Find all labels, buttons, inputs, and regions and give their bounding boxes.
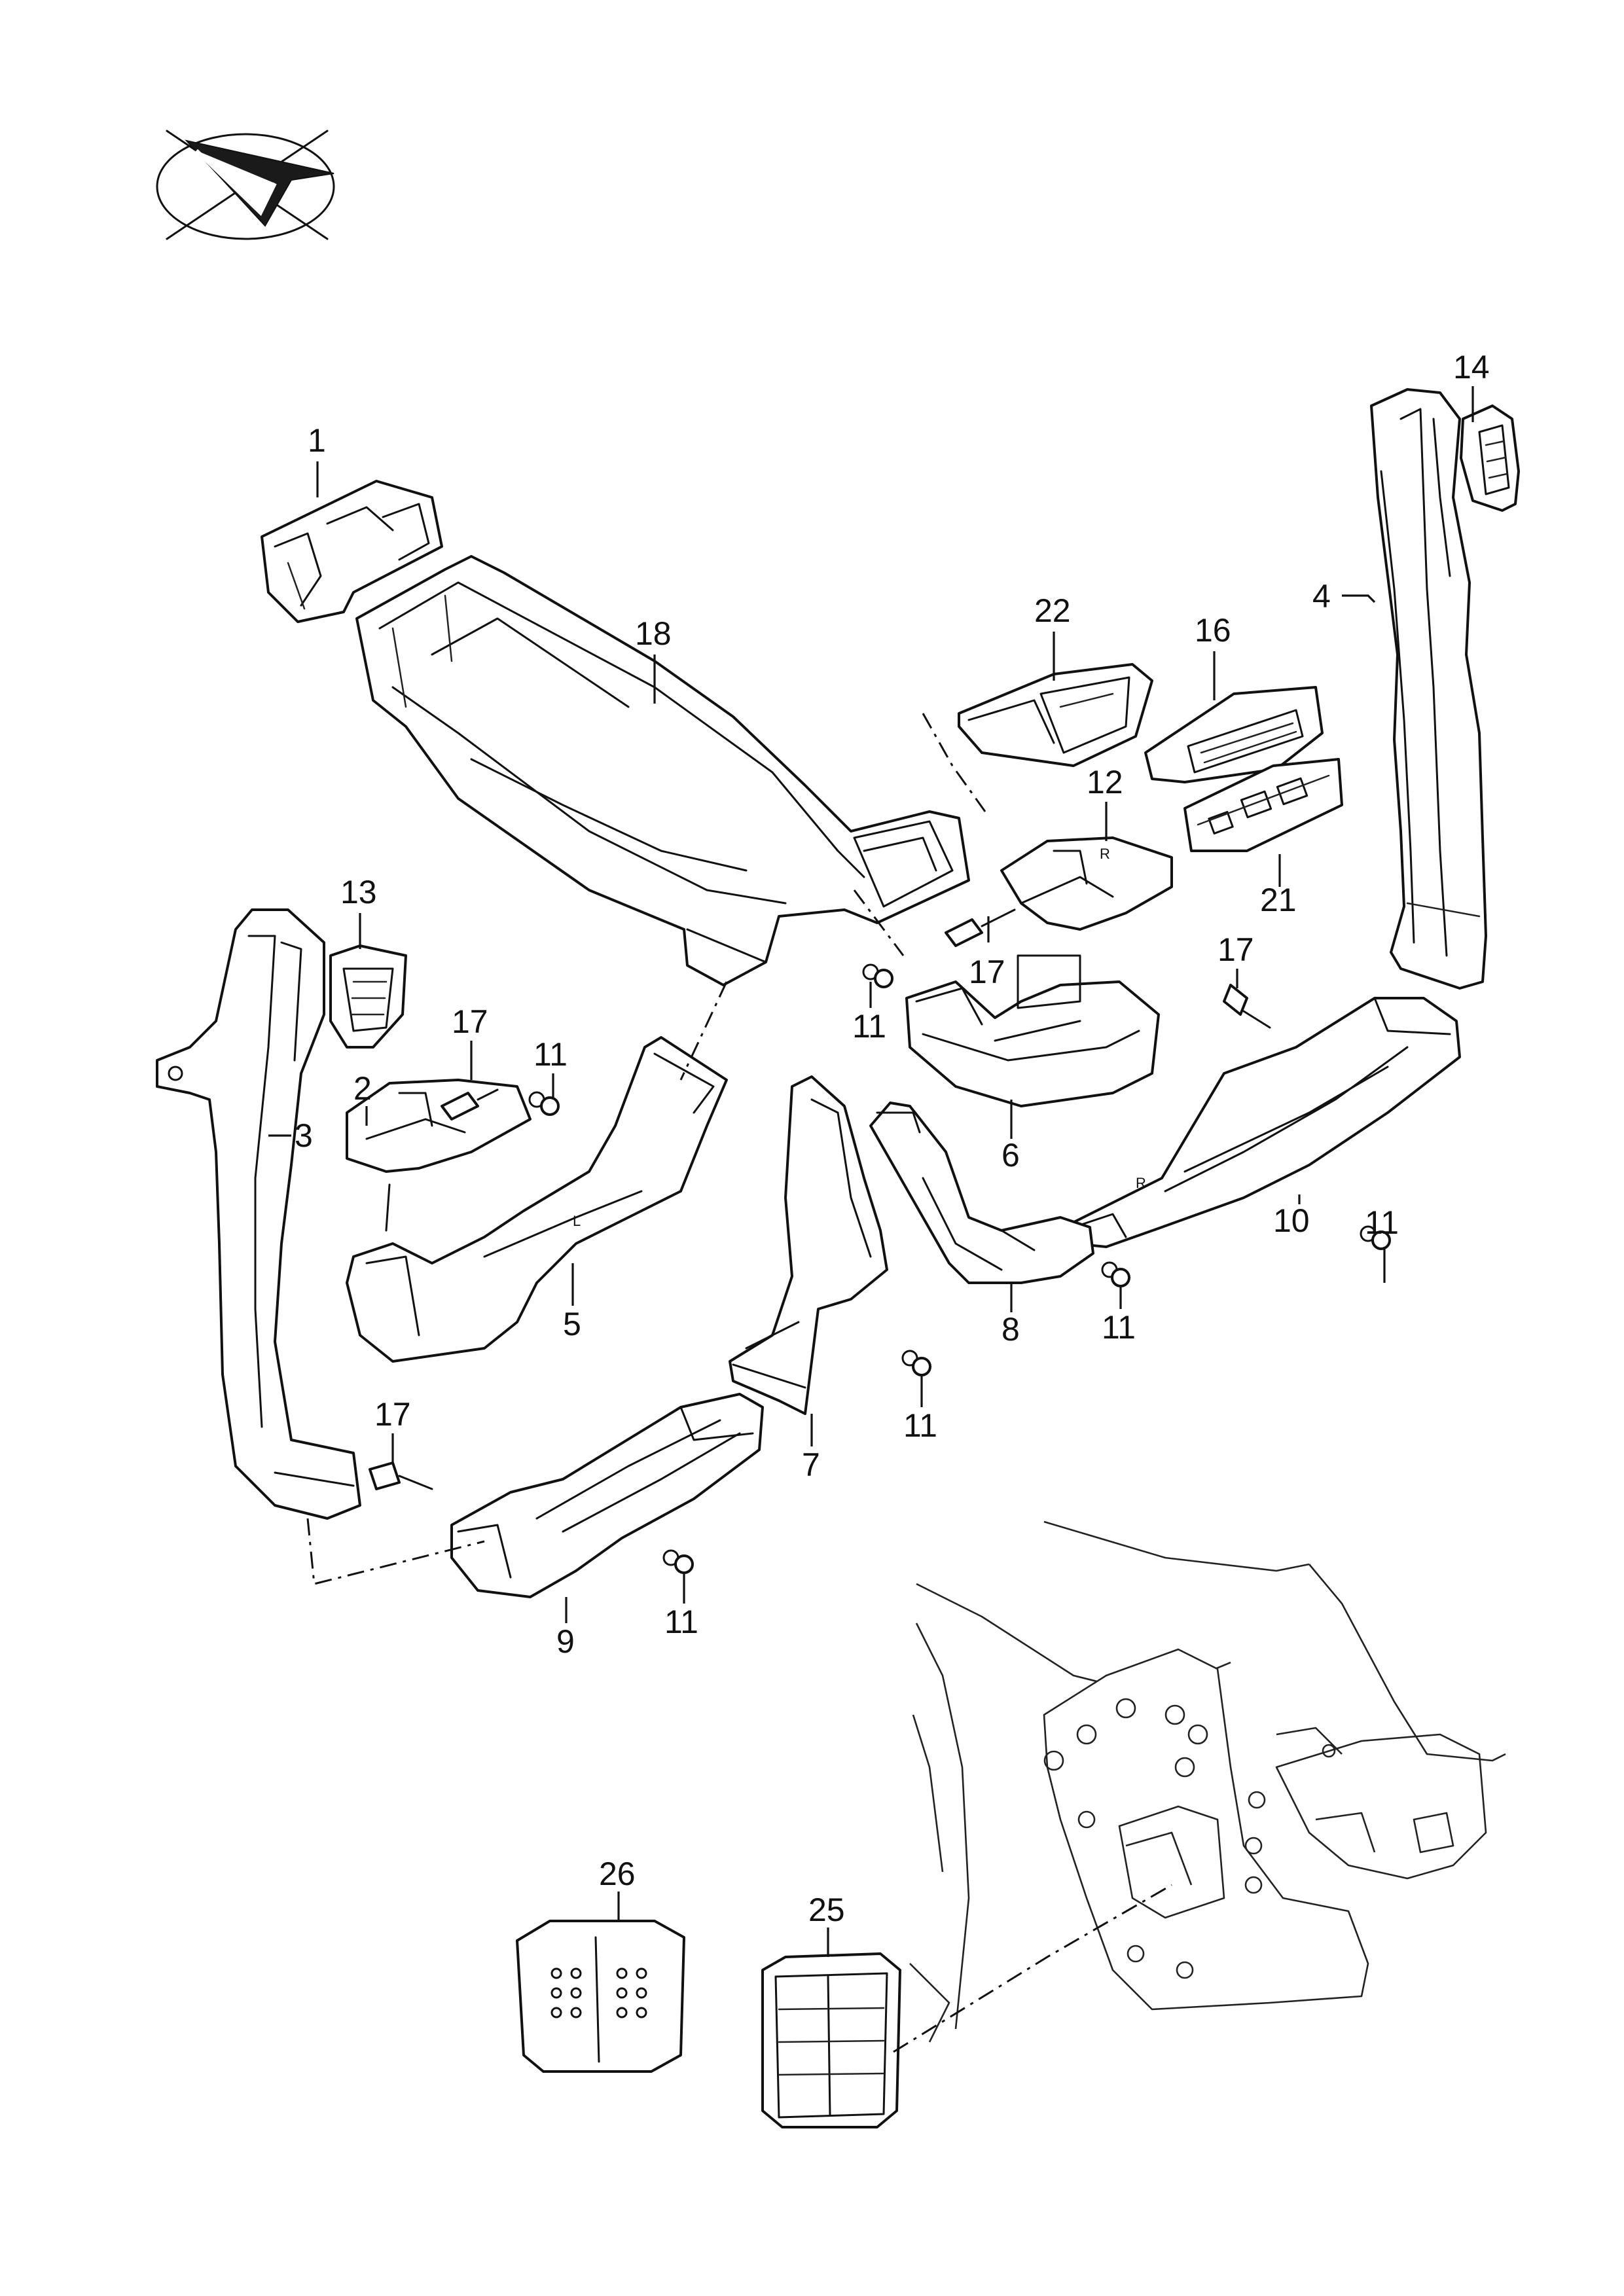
callout-21: 21	[1260, 882, 1297, 918]
callout-18: 18	[635, 615, 672, 652]
callout-4: 4	[1312, 578, 1331, 615]
part-7-duct-section	[729, 1075, 888, 1415]
callout-8: 8	[1001, 1311, 1020, 1348]
screw-icon	[1360, 1225, 1391, 1250]
part-9-rear-footwell-duct	[450, 1393, 764, 1598]
callout-2: 2	[353, 1070, 372, 1107]
callout-9: 9	[556, 1623, 575, 1660]
callout-1: 1	[308, 422, 326, 459]
callout-22: 22	[1034, 592, 1071, 629]
part-5-footwell-duct: L	[346, 1036, 728, 1363]
side-mark-r: R	[1100, 846, 1110, 862]
callout-14: 14	[1453, 349, 1490, 386]
callout-17-left: 17	[452, 1003, 488, 1040]
callout-5: 5	[563, 1306, 581, 1342]
callout-11-right: 11	[1365, 1204, 1399, 1241]
callout-13: 13	[340, 874, 377, 910]
callout-17-right: 17	[1218, 931, 1254, 968]
callout-3: 3	[295, 1117, 313, 1154]
vehicle-body-section	[909, 1520, 1506, 2043]
part-25-vent-grille	[761, 1952, 901, 2128]
side-mark-r: R	[1136, 1175, 1146, 1191]
part-8-duct-section	[869, 1102, 1094, 1284]
callout-16: 16	[1195, 612, 1231, 649]
assembly-lines	[306, 713, 1172, 2053]
sensor-icon	[441, 1088, 499, 1121]
part-12-air-distribution-box: R	[1000, 836, 1173, 931]
part-6-footwell-duct	[905, 954, 1160, 1107]
direction-of-travel-icon	[156, 130, 335, 240]
part-16-vent-grille	[1144, 686, 1324, 783]
part-13-side-vent-grille	[329, 944, 407, 1049]
callout-17-lower-left: 17	[374, 1396, 411, 1433]
callout-26: 26	[599, 1856, 636, 1892]
callout-11-center-right: 11	[1102, 1309, 1136, 1346]
screw-icon	[528, 1091, 560, 1116]
callout-11-lower: 11	[664, 1604, 698, 1640]
side-mark-l: L	[573, 1213, 581, 1229]
callout-10: 10	[1273, 1202, 1310, 1239]
part-18-main-air-duct	[355, 555, 970, 986]
part-3-left-side-duct	[156, 908, 361, 1520]
sensor-icon	[1223, 984, 1271, 1029]
part-2-air-distribution-box	[346, 1079, 532, 1173]
callout-7: 7	[802, 1446, 820, 1483]
part-22-vent-housing	[958, 663, 1153, 767]
part-1-center-vent-duct	[261, 480, 443, 623]
callout-6: 6	[1001, 1137, 1020, 1174]
screw-icon	[662, 1549, 694, 1574]
part-10-rear-footwell-duct: R	[1069, 997, 1461, 1248]
callout-11-center-top: 11	[852, 1008, 886, 1045]
callout-12: 12	[1087, 764, 1123, 800]
callout-17-upper-right: 17	[969, 954, 1005, 990]
temperature-sensors	[369, 908, 1271, 1490]
sensor-icon	[369, 1462, 433, 1490]
callout-25: 25	[808, 1892, 845, 1928]
callout-labels: 1 18 22 16 14 4 12 21 17 17 11 13 3 17 2…	[295, 349, 1490, 1928]
part-4-right-side-duct	[1370, 388, 1487, 990]
screw-icon	[1101, 1261, 1130, 1287]
screw-icon	[862, 963, 893, 988]
part-21-control-switch-panel	[1183, 758, 1343, 852]
leader-lines	[268, 386, 1474, 1957]
callout-11-center: 11	[903, 1407, 937, 1444]
sensor-icon	[945, 908, 1016, 947]
part-14-side-vent-grille	[1460, 404, 1520, 512]
screw-icon	[901, 1350, 931, 1376]
part-26-cover-plate	[516, 1920, 685, 2073]
screw-fasteners	[528, 963, 1391, 1574]
callout-11-left: 11	[533, 1036, 568, 1073]
